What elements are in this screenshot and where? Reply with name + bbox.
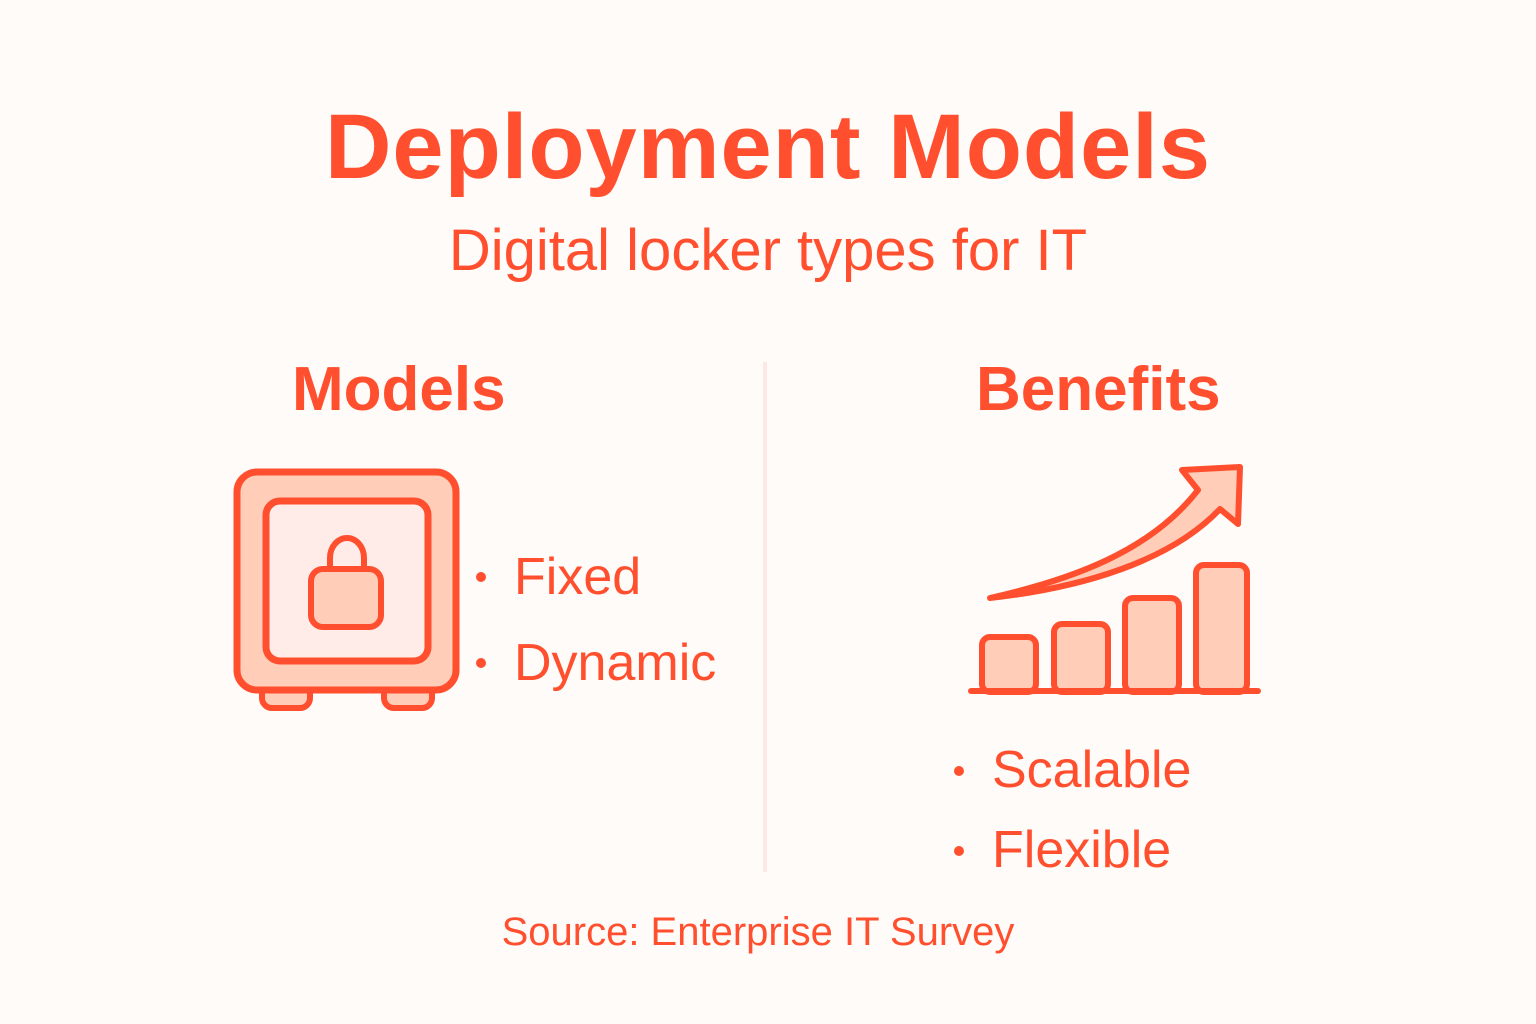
models-list: Fixed Dynamic: [476, 534, 716, 706]
models-heading: Models: [292, 355, 506, 424]
list-item: Fixed: [476, 534, 716, 620]
bullet-dot-icon: [954, 766, 964, 776]
page-title: Deployment Models: [324, 96, 1211, 198]
source-caption: Source: Enterprise IT Survey: [501, 910, 1015, 954]
safe-lock-icon: [233, 468, 460, 711]
bullet-dot-icon: [476, 572, 486, 582]
bullet-dot-icon: [954, 846, 964, 856]
benefits-heading: Benefits: [976, 355, 1221, 424]
column-divider: [763, 362, 767, 872]
list-item: Dynamic: [476, 620, 716, 706]
benefits-list: Scalable Flexible: [954, 730, 1191, 890]
growth-bar-chart-icon: [968, 464, 1261, 695]
benefit-flexible: Flexible: [992, 821, 1172, 879]
list-item: Scalable: [954, 730, 1191, 810]
page-subtitle: Digital locker types for IT: [448, 218, 1088, 283]
bullet-dot-icon: [476, 658, 486, 668]
model-dynamic: Dynamic: [514, 634, 717, 692]
benefit-scalable: Scalable: [992, 741, 1192, 799]
model-fixed: Fixed: [514, 548, 642, 606]
list-item: Flexible: [954, 810, 1191, 890]
